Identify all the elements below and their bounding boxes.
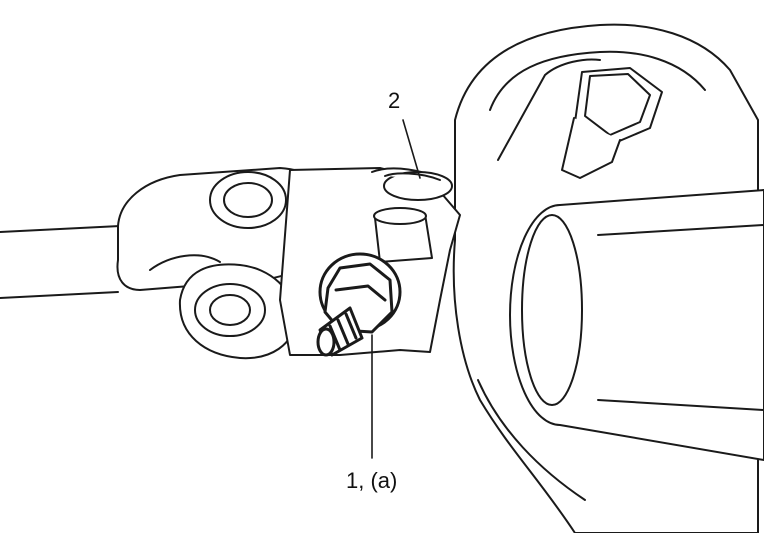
steering-shaft xyxy=(0,225,121,299)
callout-1a: 1, (a) xyxy=(346,468,398,493)
callout-2: 2 xyxy=(388,88,401,113)
leader-lines xyxy=(371,119,421,459)
clamp-bolt-shank xyxy=(373,207,433,263)
bolt-thread-end xyxy=(316,306,364,357)
clamp-nut xyxy=(318,252,402,334)
column-tube xyxy=(509,189,764,461)
leader-line-2 xyxy=(402,119,421,179)
yoke-lower-lobe xyxy=(178,263,296,360)
bracket-stud xyxy=(561,67,663,179)
